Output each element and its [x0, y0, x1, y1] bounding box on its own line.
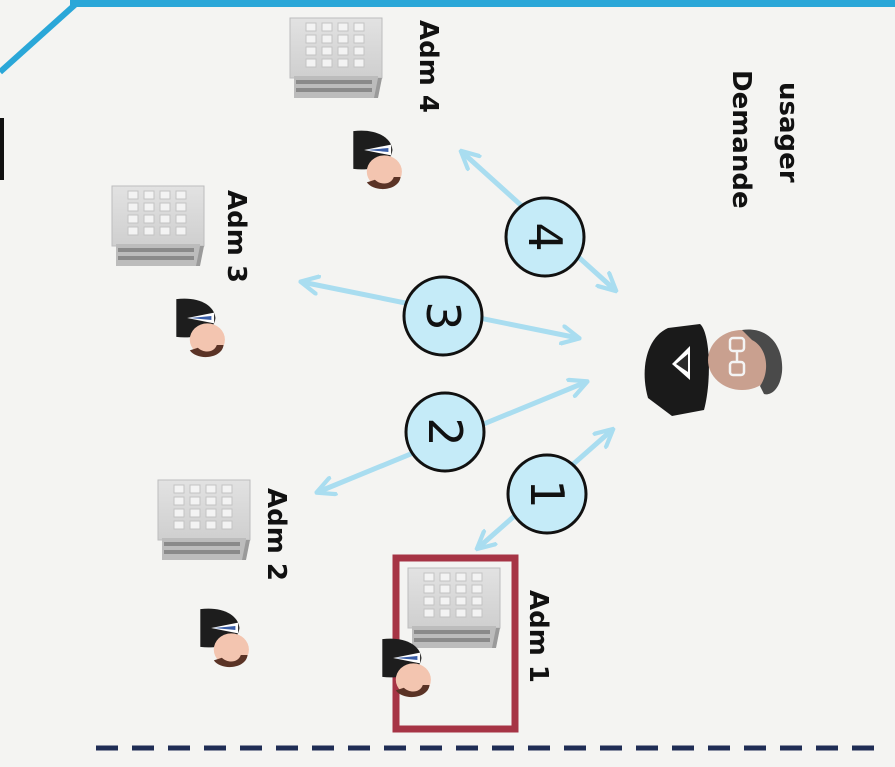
- step-2-number: 2: [418, 417, 472, 446]
- step-4-badge: 4: [506, 198, 584, 276]
- person-icon: [200, 609, 249, 667]
- step-1-badge: 1: [508, 455, 586, 533]
- user-node: Demande usager: [645, 70, 803, 416]
- step-2-badge: 2: [406, 393, 484, 471]
- step-3-badge: 3: [404, 277, 482, 355]
- step-3-number: 3: [416, 301, 470, 330]
- user-person-icon: [645, 324, 783, 416]
- step-1-number: 1: [520, 479, 574, 508]
- building-icon: [290, 18, 382, 98]
- user-label-line2: usager: [773, 82, 803, 183]
- left-edge-mark: [0, 118, 4, 180]
- user-label-line1: Demande: [726, 70, 756, 209]
- top-band: [70, 0, 895, 7]
- person-icon: [176, 299, 225, 357]
- adm-1-node: Adm 1: [382, 558, 553, 729]
- adm-2-node: Adm 2: [158, 480, 291, 667]
- adm-2-label: Adm 2: [261, 488, 291, 581]
- step-4-number: 4: [518, 222, 572, 251]
- adm-4-node: Adm 4: [290, 18, 443, 189]
- adm-1-label: Adm 1: [523, 590, 553, 683]
- person-icon: [353, 131, 402, 189]
- building-icon: [408, 568, 500, 648]
- adm-3-node: Adm 3: [112, 186, 251, 357]
- corner-line: [0, 2, 78, 72]
- adm-4-label: Adm 4: [413, 20, 443, 113]
- building-icon: [158, 480, 250, 560]
- building-icon: [112, 186, 204, 266]
- adm-3-label: Adm 3: [221, 190, 251, 283]
